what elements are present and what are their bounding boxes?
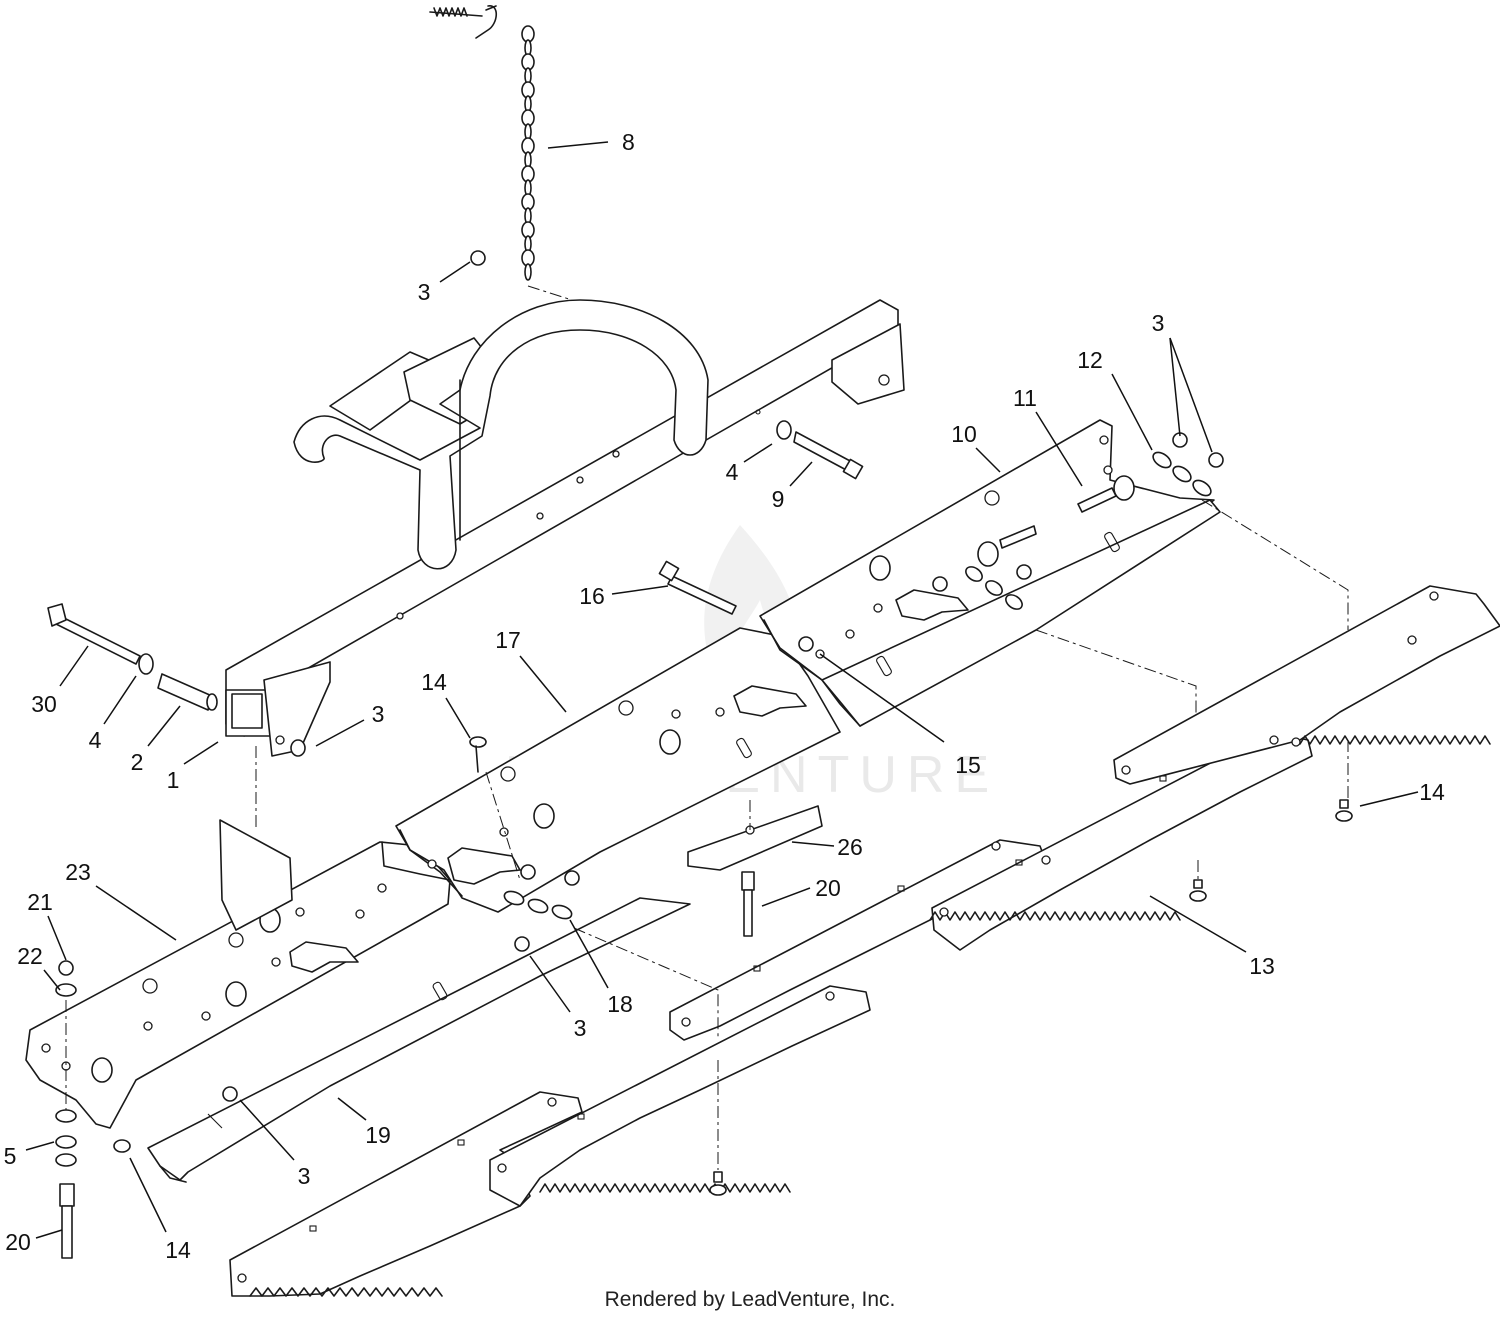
middle-chain xyxy=(503,864,580,952)
leader-line xyxy=(743,443,773,463)
callout-label-c4a[interactable]: 4 xyxy=(726,459,739,485)
callout-label-c4b[interactable]: 4 xyxy=(89,727,102,753)
leader-line xyxy=(43,969,61,991)
leader-line xyxy=(1359,791,1419,807)
chain-links xyxy=(521,25,535,281)
callout-label-c10[interactable]: 10 xyxy=(951,421,977,447)
leader-line xyxy=(315,719,365,747)
callout-label-c9[interactable]: 9 xyxy=(772,486,785,512)
leader-line xyxy=(239,1099,295,1161)
callout-label-c13[interactable]: 13 xyxy=(1249,953,1275,979)
deflector-plate xyxy=(147,897,691,1183)
leader-line xyxy=(1169,337,1181,437)
callout-label-c30[interactable]: 30 xyxy=(31,691,57,717)
leader-line xyxy=(337,1097,367,1121)
callout-label-c20b[interactable]: 20 xyxy=(5,1229,31,1255)
leader-line xyxy=(1149,895,1247,953)
pivot-bolt-assembly xyxy=(47,603,306,757)
callout-label-c12[interactable]: 12 xyxy=(1077,347,1103,373)
callout-label-c3b[interactable]: 3 xyxy=(1152,310,1165,336)
callout-label-c8[interactable]: 8 xyxy=(622,129,635,155)
leader-line xyxy=(25,1141,55,1151)
leader-line xyxy=(103,675,137,725)
callout-label-c17[interactable]: 17 xyxy=(495,627,521,653)
callout-label-c14b[interactable]: 14 xyxy=(1419,779,1445,805)
callout-label-c18[interactable]: 18 xyxy=(607,991,633,1017)
callout-label-c2[interactable]: 2 xyxy=(131,749,144,775)
callout-label-c20a[interactable]: 20 xyxy=(815,875,841,901)
leader-line xyxy=(47,915,67,961)
leader-line xyxy=(445,697,471,739)
leader-line xyxy=(519,655,567,713)
leader-line xyxy=(1111,373,1153,451)
leader-line xyxy=(147,705,181,747)
leader-line xyxy=(547,141,609,149)
chain-link xyxy=(524,263,532,281)
callout-label-c16[interactable]: 16 xyxy=(579,583,605,609)
callout-label-c15[interactable]: 15 xyxy=(955,752,981,778)
leader-line xyxy=(59,645,89,687)
bolt-16 xyxy=(658,560,814,652)
callout-label-c23[interactable]: 23 xyxy=(65,859,91,885)
leader-line xyxy=(819,653,945,743)
rear-chain xyxy=(932,432,1224,610)
footer-credit: Rendered by LeadVenture, Inc. xyxy=(604,1288,896,1311)
bolt-9 xyxy=(755,409,864,480)
leader-line xyxy=(789,461,813,487)
leader-line xyxy=(529,955,571,1013)
main-frame-tube xyxy=(225,299,905,757)
leader-line xyxy=(1035,411,1083,487)
handle-hoop xyxy=(293,299,709,570)
callout-label-c11[interactable]: 11 xyxy=(1013,385,1037,411)
nut-3-top xyxy=(470,250,486,266)
callout-label-c19[interactable]: 19 xyxy=(365,1122,391,1148)
callout-label-c14a[interactable]: 14 xyxy=(421,669,447,695)
callout-label-c3a[interactable]: 3 xyxy=(418,279,431,305)
center-lines xyxy=(65,499,1349,1170)
leader-line xyxy=(129,1157,167,1233)
pin-20-and-plate-26 xyxy=(55,805,823,1259)
leader-line xyxy=(761,887,811,907)
callout-label-c21[interactable]: 21 xyxy=(27,889,53,915)
callout-label-c5[interactable]: 5 xyxy=(4,1143,17,1169)
leader-line xyxy=(975,447,1001,473)
callout-label-c22[interactable]: 22 xyxy=(17,943,43,969)
callout-label-c14c[interactable]: 14 xyxy=(165,1237,191,1263)
leader-line xyxy=(35,1229,63,1239)
callout-label-c3e[interactable]: 3 xyxy=(298,1163,311,1189)
callout-label-c3d[interactable]: 3 xyxy=(574,1015,587,1041)
leader-line xyxy=(569,919,609,989)
leader-line xyxy=(1169,337,1213,453)
carriage-bolt-14 xyxy=(113,736,1353,1196)
lift-chain xyxy=(429,5,498,39)
rear-bracket-plate xyxy=(759,419,1221,727)
serrated-blade-set xyxy=(229,585,1500,1297)
callout-label-c3c[interactable]: 3 xyxy=(372,701,385,727)
leader-line xyxy=(611,585,669,595)
leader-line xyxy=(95,885,177,941)
leader-line xyxy=(439,261,471,283)
leader-line xyxy=(183,741,219,765)
callout-label-c1[interactable]: 1 xyxy=(167,767,180,793)
callout-label-c26[interactable]: 26 xyxy=(837,834,863,860)
leader-line xyxy=(791,841,835,847)
